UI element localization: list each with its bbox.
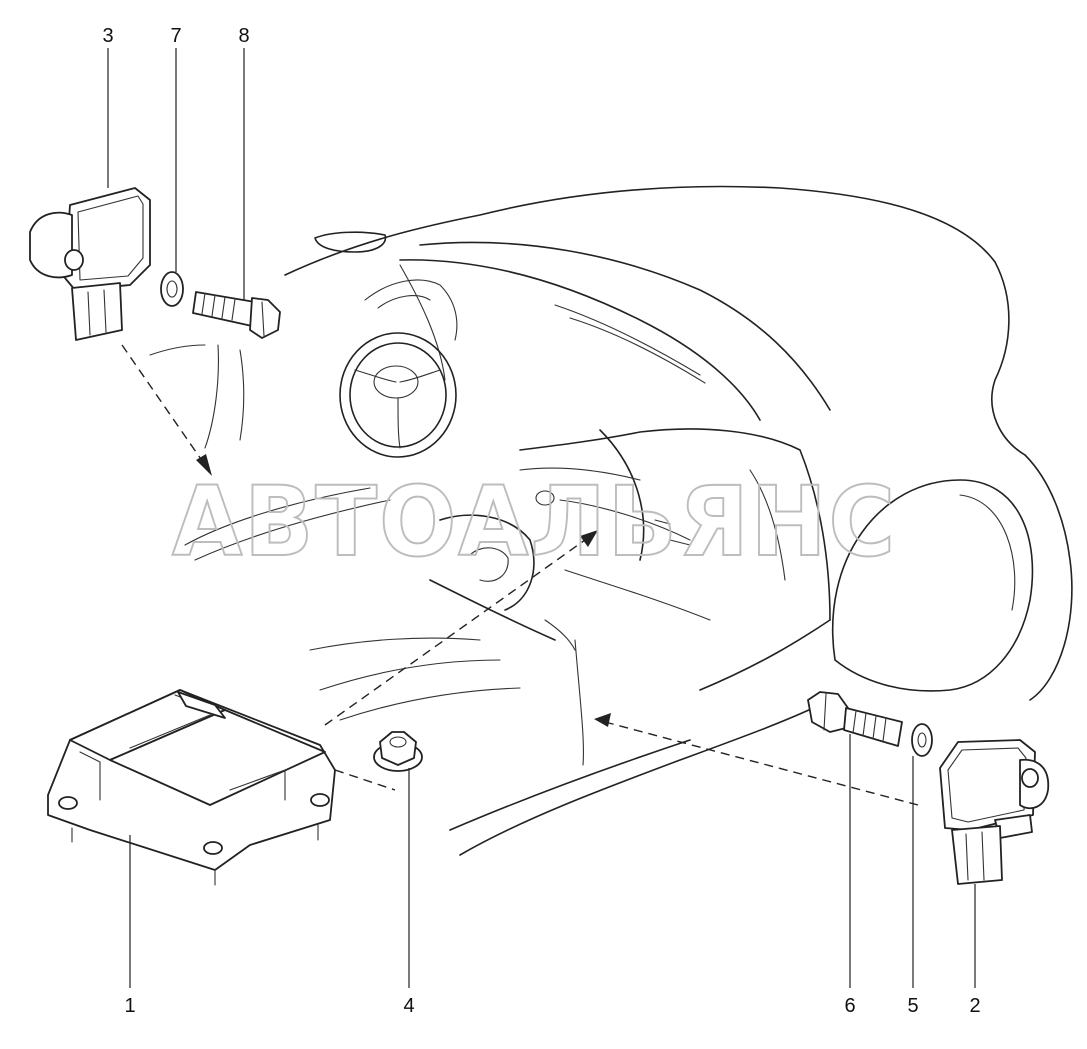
- airbag-control-unit: [47, 689, 336, 886]
- callout-5: 5: [907, 995, 918, 1017]
- callout-4: 4: [403, 995, 414, 1017]
- callout-3: 3: [102, 25, 113, 47]
- assembly-paths: [121, 344, 919, 806]
- right-washer: [911, 723, 933, 757]
- leader-lines: [107, 48, 976, 988]
- left-washer: [160, 271, 184, 307]
- callout-labels: 3 7 8 1 4 6 5 2: [102, 25, 980, 1017]
- callout-2: 2: [969, 995, 980, 1017]
- callout-6: 6: [844, 995, 855, 1017]
- right-crash-sensor: [939, 739, 1050, 885]
- right-bolt: [807, 691, 903, 747]
- flange-nut: [373, 731, 423, 772]
- callout-8: 8: [238, 25, 249, 47]
- callout-1: 1: [124, 995, 135, 1017]
- left-bolt: [192, 291, 281, 339]
- arrow-to-left-mount: [196, 454, 212, 476]
- left-crash-sensor: [29, 187, 151, 341]
- arrow-to-tunnel-mount: [580, 530, 598, 547]
- callout-7: 7: [170, 25, 181, 47]
- arrow-to-right-mount: [594, 713, 611, 727]
- watermark-text: АВТОАЛЬЯНС: [172, 466, 897, 578]
- car-body-outline: [149, 185, 1073, 856]
